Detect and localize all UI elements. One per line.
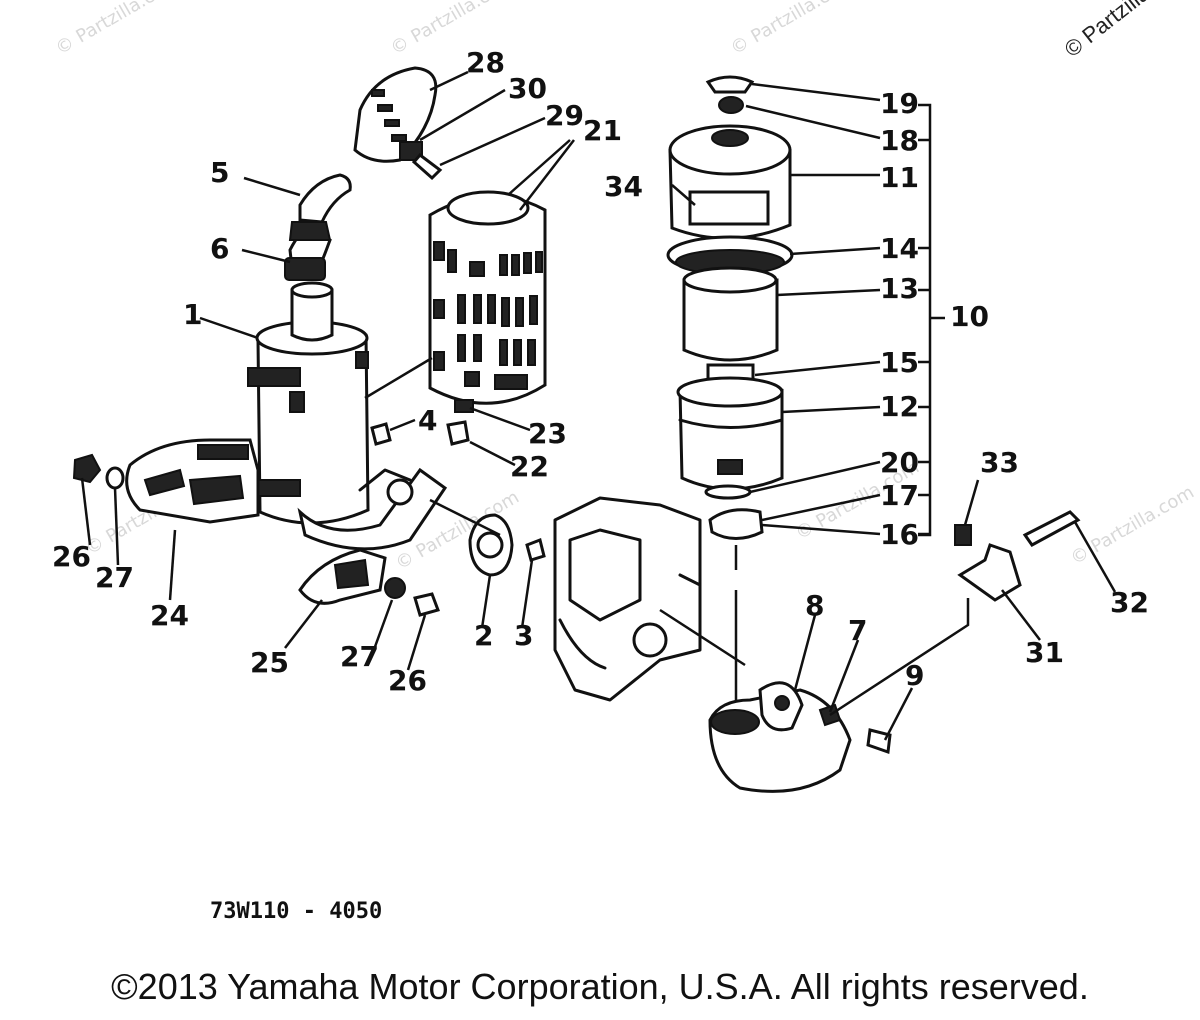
callout-10: 10 — [950, 300, 989, 333]
watermark-text: © Partzilla.com — [1067, 482, 1198, 570]
callout-15: 15 — [880, 346, 919, 379]
corner-watermark: © Partzilla.com — [1060, 0, 1192, 62]
muffler-guard — [125, 438, 260, 524]
callout-11: 11 — [880, 161, 919, 194]
callout-31: 31 — [1025, 636, 1064, 669]
air-cleaner — [666, 75, 794, 700]
leader-lines — [80, 70, 1117, 741]
callout-28: 28 — [466, 46, 505, 79]
callout-30: 30 — [508, 72, 547, 105]
clip-nut — [370, 399, 474, 446]
fasteners — [72, 453, 546, 617]
callout-3: 3 — [514, 619, 533, 652]
callout-14: 14 — [880, 232, 919, 265]
callout-29: 29 — [545, 99, 584, 132]
callout-34: 34 — [604, 170, 643, 203]
lower-guard — [298, 548, 387, 605]
callout-labels: 5 6 1 4 28 30 29 21 23 22 34 19 18 11 14… — [52, 46, 1149, 697]
callout-1: 1 — [183, 298, 202, 331]
callout-5: 5 — [210, 156, 229, 189]
engine-block — [553, 496, 702, 702]
callout-26-left: 26 — [52, 540, 91, 573]
intake-elbow — [708, 681, 892, 793]
callout-12: 12 — [880, 390, 919, 423]
callout-22: 22 — [510, 450, 549, 483]
callout-23: 23 — [528, 417, 567, 450]
callout-6: 6 — [210, 232, 229, 265]
shield-cap — [353, 66, 443, 181]
callout-33: 33 — [980, 446, 1019, 479]
exhaust-pipe — [284, 173, 352, 281]
gasket — [468, 513, 514, 577]
callout-18: 18 — [880, 124, 919, 157]
callout-26-center: 26 — [388, 664, 427, 697]
callout-2: 2 — [474, 619, 493, 652]
callout-27-left: 27 — [95, 561, 134, 594]
callout-9: 9 — [905, 659, 924, 692]
callout-21: 21 — [583, 114, 622, 147]
watermark-text: © Partzilla.com — [727, 0, 858, 59]
callout-13: 13 — [880, 272, 919, 305]
callout-19: 19 — [880, 87, 919, 120]
muffler-assembly — [247, 281, 448, 551]
callout-27-center: 27 — [340, 640, 379, 673]
callout-7: 7 — [848, 614, 867, 647]
callout-17: 17 — [880, 479, 919, 512]
heat-shield — [428, 190, 547, 405]
copyright-notice: ©2013 Yamaha Motor Corporation, U.S.A. A… — [111, 966, 1089, 1007]
callout-25: 25 — [250, 646, 289, 679]
bracket — [954, 510, 1081, 602]
callout-20: 20 — [880, 446, 919, 479]
callout-24: 24 — [150, 599, 189, 632]
diagram-code: 73W110 - 4050 — [210, 899, 382, 924]
callout-8: 8 — [805, 589, 824, 622]
callout-4: 4 — [418, 404, 437, 437]
callout-32: 32 — [1110, 586, 1149, 619]
watermark-text: © Partzilla.com — [52, 0, 183, 59]
callout-16: 16 — [880, 518, 919, 551]
